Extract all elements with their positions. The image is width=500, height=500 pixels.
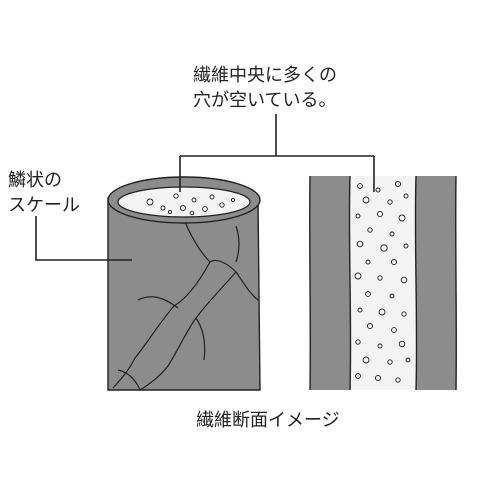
cylinder-body <box>107 197 261 391</box>
scale-label-line-1: 鱗状の <box>8 170 62 191</box>
cross-section-core <box>117 186 251 218</box>
longitudinal-outlines <box>309 175 457 391</box>
longitudinal-right-wall <box>416 176 456 390</box>
diagram-caption: 繊維断面イメージ <box>196 410 340 431</box>
center-hole-label-line-2: 穴が空いている。 <box>193 90 337 111</box>
longitudinal-core <box>350 176 416 390</box>
center-hole-label-line-1: 繊維中央に多くの <box>193 65 337 86</box>
leader-lines <box>35 114 375 261</box>
scale-leader <box>35 216 132 261</box>
center-hole-label: 繊維中央に多くの 穴が空いている。 <box>193 63 337 113</box>
center-hole-leader <box>179 114 375 192</box>
scale-pattern <box>112 221 259 391</box>
longitudinal-holes <box>354 180 411 383</box>
fiber-cylinder <box>107 176 261 391</box>
fiber-longitudinal-section <box>309 175 457 391</box>
scale-label-line-2: スケール <box>8 195 80 216</box>
cross-section-holes <box>146 193 236 216</box>
scale-label: 鱗状の スケール <box>8 168 80 218</box>
longitudinal-left-wall <box>310 176 350 390</box>
